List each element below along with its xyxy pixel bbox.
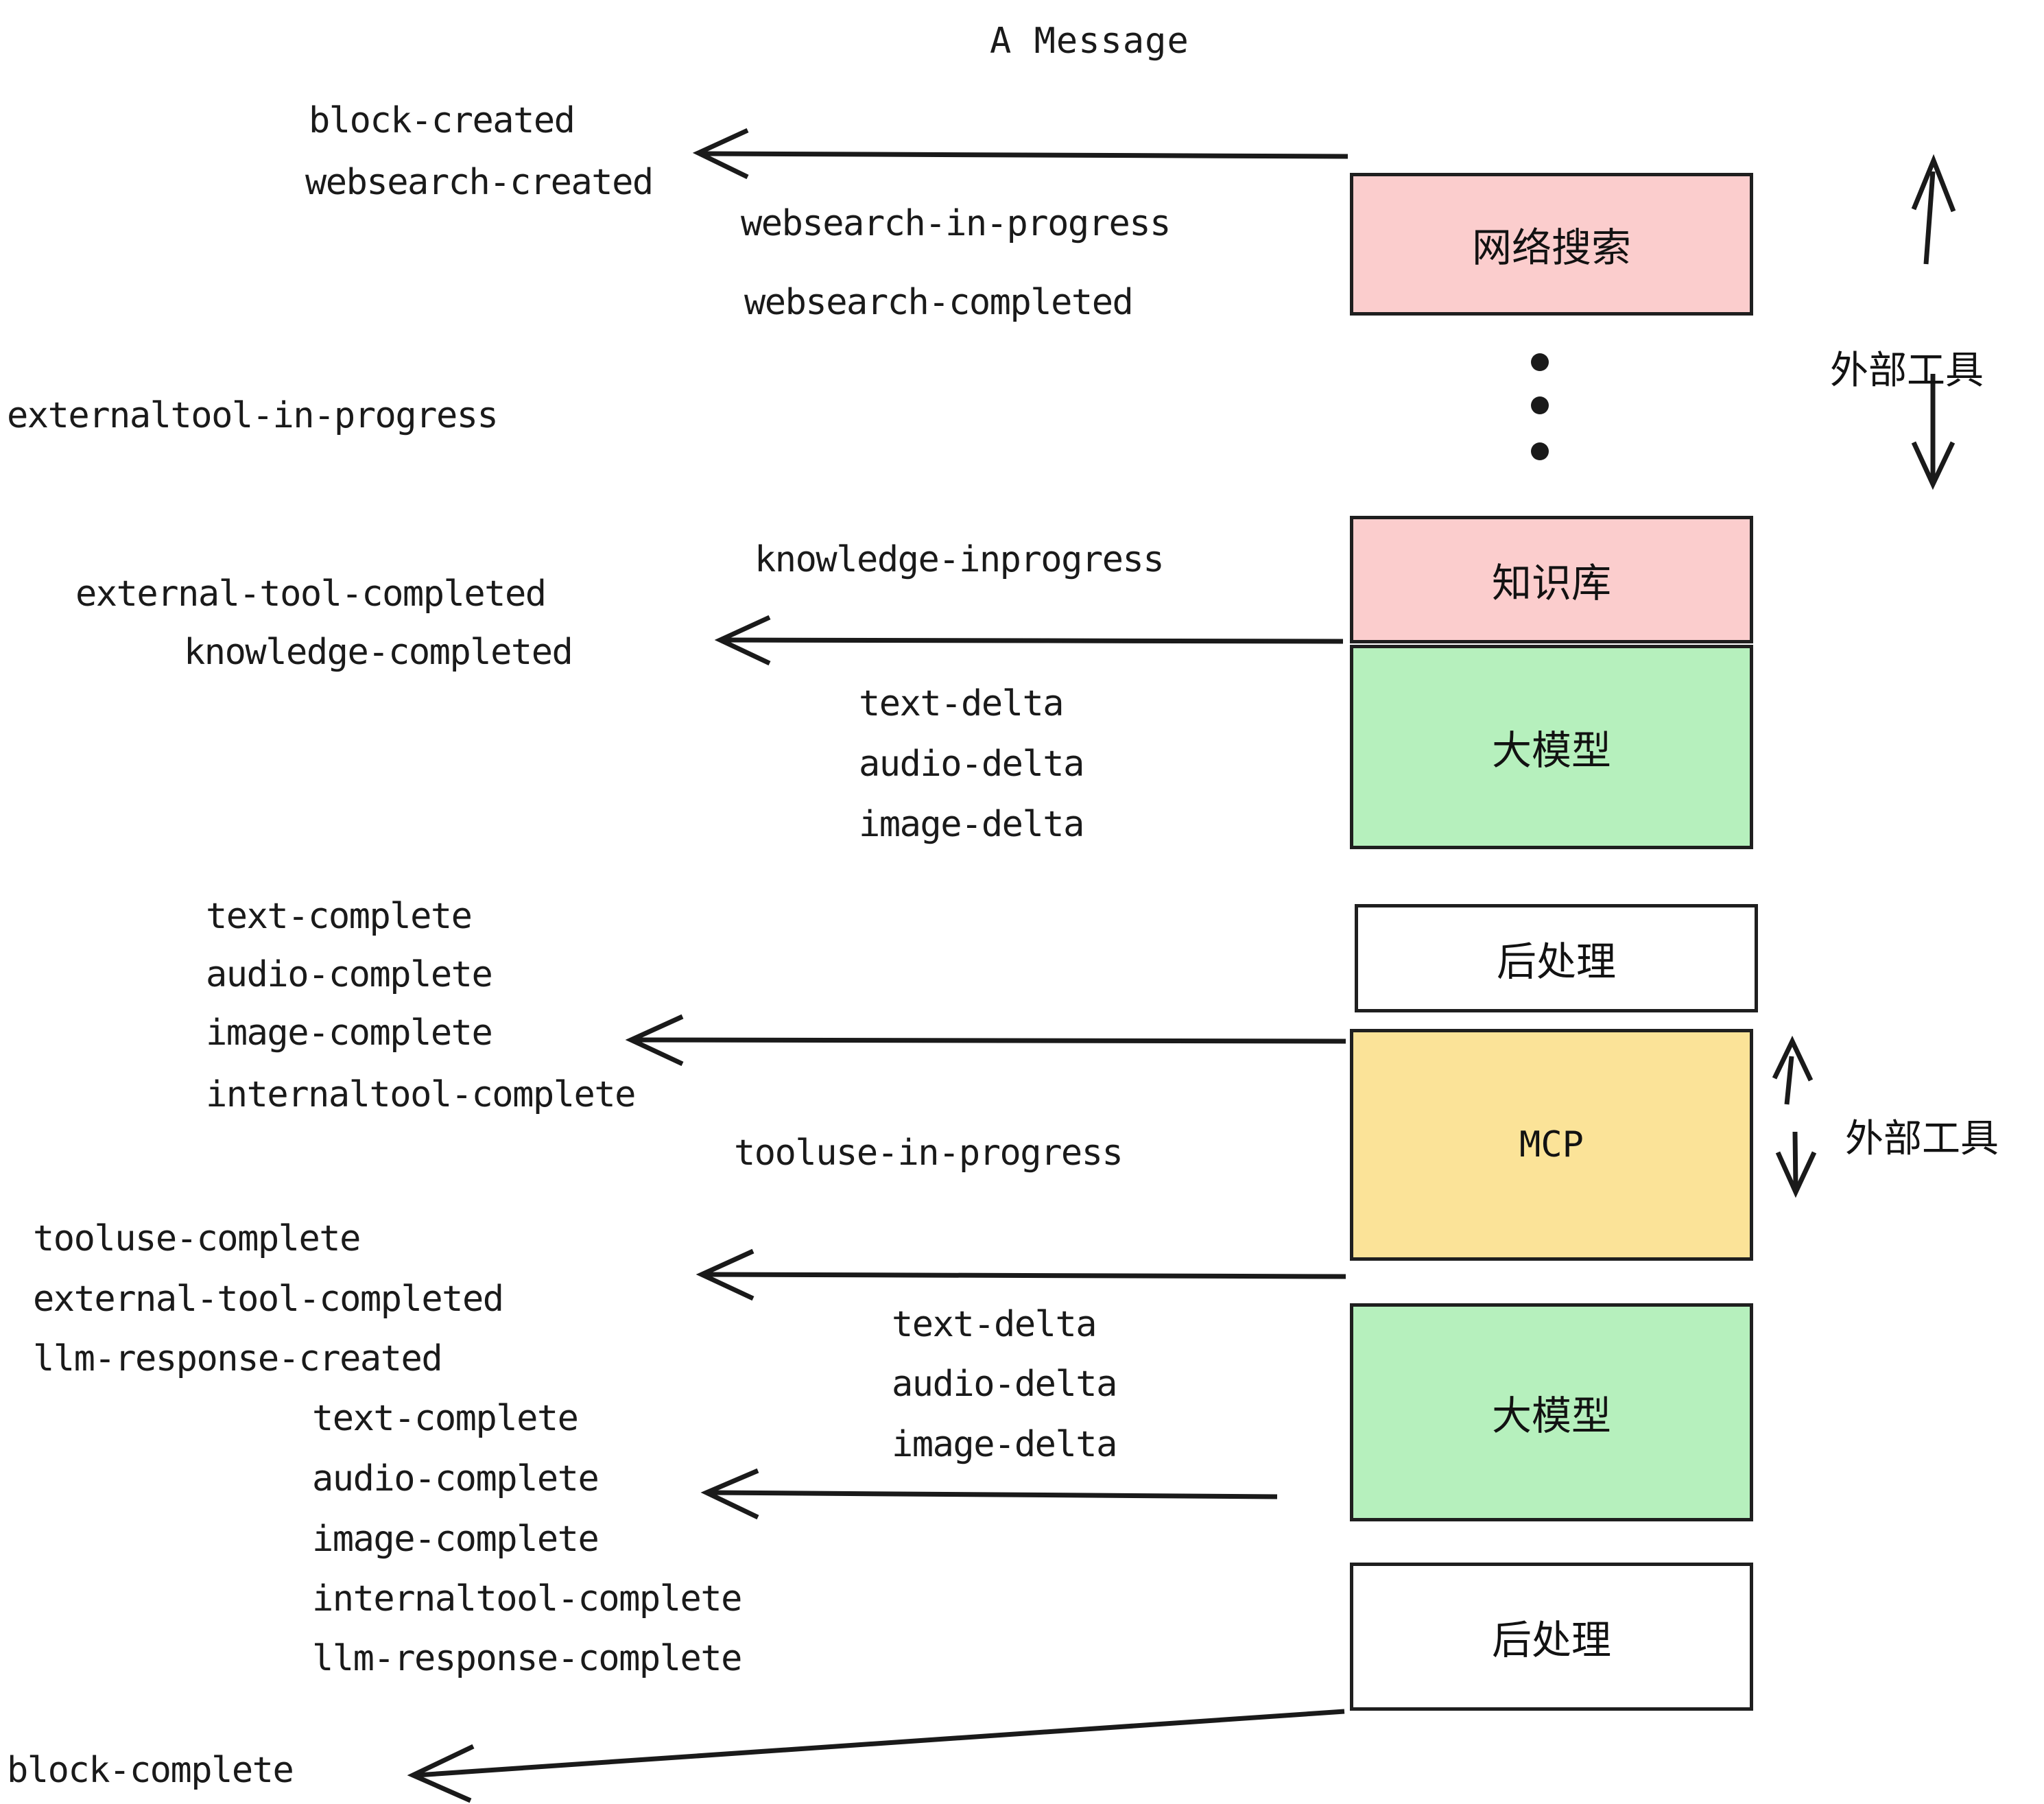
event-label-knowledge-completed: knowledge-completed [184, 632, 573, 673]
arrow-llm2-to-left [700, 1468, 1278, 1520]
event-label-image-delta-2: image-delta [892, 1424, 1117, 1465]
event-label-block-created: block-created [309, 100, 575, 141]
node-postprocess-first: 后处理 [1355, 904, 1758, 1012]
arrow-mcp-to-left [696, 1248, 1346, 1301]
ellipsis-dot [1531, 396, 1549, 414]
node-label-websearch: 网络搜索 [1471, 224, 1631, 271]
event-label-llm-response-complete: llm-response-complete [312, 1638, 742, 1679]
event-label-externaltool-in-progress: externaltool-in-progress [7, 395, 499, 436]
event-label-knowledge-inprogress: knowledge-inprogress [754, 539, 1165, 580]
node-llm-first: 大模型 [1350, 645, 1753, 849]
node-label-postprocess-second: 后处理 [1491, 1617, 1611, 1663]
arrow-websearch-to-left [692, 128, 1348, 180]
event-label-tooluse-in-progress: tooluse-in-progress [734, 1132, 1124, 1174]
node-websearch: 网络搜索 [1350, 173, 1753, 316]
node-postprocess-second: 后处理 [1350, 1563, 1753, 1711]
node-label-llm-second: 大模型 [1491, 1392, 1611, 1439]
ellipsis-dot [1531, 353, 1549, 371]
side-label-external-tools-top: 外部工具 [1830, 348, 1984, 393]
event-label-websearch-in-progress: websearch-in-progress [741, 203, 1171, 244]
arrow-postprocess2-to-left [407, 1709, 1345, 1803]
side-label-external-tools-bottom: 外部工具 [1845, 1117, 1999, 1161]
event-label-text-complete-1: text-complete [206, 896, 473, 937]
event-label-image-delta-1: image-delta [859, 804, 1084, 845]
event-label-tooluse-complete: tooluse-complete [33, 1218, 361, 1259]
event-label-audio-delta-1: audio-delta [859, 744, 1084, 785]
event-label-text-delta-1: text-delta [859, 683, 1065, 724]
event-label-text-complete-2: text-complete [312, 1398, 579, 1439]
event-label-audio-complete-1: audio-complete [206, 954, 493, 995]
node-label-llm-first: 大模型 [1491, 727, 1611, 774]
event-label-block-complete: block-complete [7, 1750, 294, 1791]
event-label-audio-delta-2: audio-delta [892, 1364, 1117, 1405]
event-label-external-tool-completed-2: external-tool-completed [33, 1279, 504, 1320]
event-label-llm-response-created: llm-response-created [33, 1338, 443, 1379]
event-label-internaltool-complete-1: internaltool-complete [206, 1074, 636, 1115]
event-label-text-delta-2: text-delta [892, 1304, 1097, 1345]
event-label-websearch-completed: websearch-completed [744, 282, 1134, 323]
arrow-postprocess1-to-left [625, 1014, 1346, 1067]
arrow-knowledge-to-left [714, 615, 1344, 666]
event-label-audio-complete-2: audio-complete [312, 1458, 599, 1499]
node-label-knowledge: 知识库 [1491, 560, 1611, 606]
node-mcp: MCP [1350, 1029, 1753, 1261]
event-label-image-complete-2: image-complete [312, 1519, 599, 1560]
event-label-external-tool-completed-1: external-tool-completed [75, 573, 547, 615]
arrow-external-tools-top [1911, 154, 1956, 490]
node-knowledge: 知识库 [1350, 516, 1753, 643]
node-label-mcp: MCP [1519, 1124, 1584, 1165]
event-label-image-complete-1: image-complete [206, 1012, 493, 1054]
event-label-websearch-created: websearch-created [305, 162, 654, 203]
ellipsis-dot [1531, 442, 1549, 460]
arrow-external-tools-bottom [1772, 1035, 1817, 1198]
event-label-internaltool-complete-2: internaltool-complete [312, 1578, 742, 1619]
node-llm-second: 大模型 [1350, 1303, 1753, 1521]
node-label-postprocess-first: 后处理 [1496, 938, 1616, 985]
page-title: A Message [990, 21, 1189, 62]
